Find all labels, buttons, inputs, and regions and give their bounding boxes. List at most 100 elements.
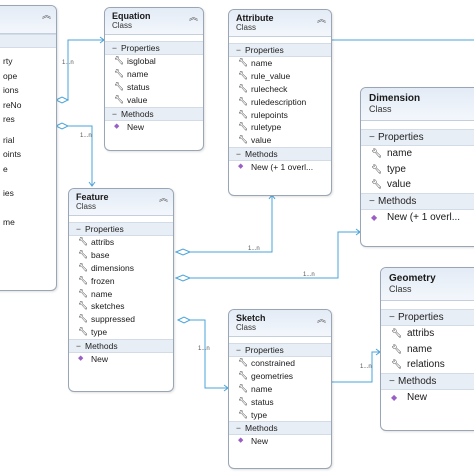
multiplicity-label: 1...n [360,364,372,370]
methods-section-header[interactable]: −Methods [69,339,173,354]
property-item[interactable]: 🔧︎rule_value [238,70,291,81]
class-box-attribute[interactable]: Attribute Class ︽ −Properties 🔧︎name 🔧︎r… [228,9,332,196]
double-chevron-up-icon[interactable]: ︽ [188,12,198,22]
property-item[interactable]: 🔧︎ruledescription [238,96,307,107]
class-header: Feature Class ︽ [69,189,173,216]
property-item[interactable]: 🔧︎status [238,396,274,407]
property-item[interactable]: 🔧︎rulepoints [238,109,288,120]
properties-section-header[interactable]: −Properties [381,309,474,326]
double-chevron-up-icon[interactable]: ︽ [316,14,326,24]
property-item[interactable]: me [3,216,15,227]
property-item[interactable]: 🔧︎name [381,342,474,358]
wrench-icon: 🔧︎ [78,288,89,298]
property-item[interactable]: 🔧︎name [238,383,273,394]
property-item[interactable]: 🔧︎value [114,94,148,105]
methods-section-header[interactable]: −Methods [229,421,331,436]
property-item[interactable]: 🔧︎geometries [238,370,294,381]
wrench-icon: 🔧︎ [238,396,249,406]
property-item[interactable]: 🔧︎name [238,58,273,68]
wrench-icon: 🔧︎ [78,301,89,311]
class-box-equation[interactable]: Equation Class ︽ −Properties 🔧︎isglobal … [104,7,204,151]
properties-list: rty ope ions reNo res rial oints e ies m… [0,48,56,229]
property-item[interactable]: 🔧︎value [238,135,272,146]
property-item[interactable]: 🔧︎name [78,288,113,299]
method-item[interactable]: ◆New [78,354,109,365]
method-item[interactable]: ◆New [381,390,474,406]
method-item[interactable]: ◆New (+ 1 overl... [361,210,474,226]
methods-list: ◆New [229,435,331,449]
class-name: Feature [76,192,109,202]
wrench-icon: 🔧︎ [78,249,89,259]
wrench-icon: 🔧︎ [371,179,383,189]
property-item[interactable]: 🔧︎sketches [78,301,125,312]
properties-list: 🔧︎name 🔧︎type 🔧︎value [361,146,474,193]
wrench-icon: 🔧︎ [78,262,89,272]
property-item[interactable]: 🔧︎name [361,146,474,162]
aggregation-diamond [174,248,192,256]
methods-section-header[interactable]: −Methods [229,147,331,162]
method-item[interactable]: ◆New [114,121,145,132]
property-item[interactable]: 🔧︎status [114,81,150,92]
property-item[interactable]: ies [3,188,14,198]
double-chevron-up-icon[interactable]: ︽ [41,10,51,20]
property-item[interactable]: 🔧︎isglobal [114,56,156,66]
properties-section-header[interactable]: −Properties [105,41,203,55]
class-box-cropped[interactable]: ︽ rty ope ions reNo res rial oints e ies… [0,5,57,291]
property-item[interactable]: 🔧︎relations [381,357,474,373]
properties-section-header[interactable]: −Properties [229,43,331,57]
method-item[interactable]: ◆New [238,436,269,447]
property-item[interactable]: 🔧︎type [78,327,108,338]
aggregation-diamond [54,96,70,104]
methods-section-header[interactable]: −Methods [105,106,203,121]
wrench-icon: 🔧︎ [114,56,125,65]
methods-section-header[interactable]: −Methods [381,372,474,390]
properties-section-header[interactable]: −Properties [229,343,331,357]
class-box-sketch[interactable]: Sketch Class ︽ −Properties 🔧︎constrained… [228,309,332,469]
property-item[interactable]: 🔧︎base [78,249,110,260]
property-item[interactable]: 🔧︎constrained [238,358,295,368]
property-item[interactable]: 🔧︎rulecheck [238,83,288,94]
property-item[interactable]: oints [3,149,21,159]
minus-icon: − [236,45,241,55]
property-item[interactable]: 🔧︎attribs [78,237,115,247]
property-item[interactable]: rial [3,134,15,145]
properties-section-header[interactable]: −Properties [69,222,173,236]
class-name: Dimension [369,93,421,104]
wrench-icon: 🔧︎ [114,81,125,91]
double-chevron-up-icon[interactable]: ︽ [158,193,168,203]
wrench-icon: 🔧︎ [391,343,403,354]
property-item[interactable]: rty [3,56,13,66]
method-item[interactable]: ◆New (+ 1 overl... [238,162,314,173]
properties-section-header[interactable] [0,34,56,48]
property-item[interactable]: 🔧︎name [114,68,149,79]
multiplicity-label: 1...n [62,60,74,66]
wrench-icon: 🔧︎ [391,359,403,369]
methods-section-header[interactable]: −Methods [361,192,474,210]
class-box-feature[interactable]: Feature Class ︽ −Properties 🔧︎attribs 🔧︎… [68,188,174,392]
property-item[interactable]: 🔧︎dimensions [78,262,134,273]
class-name: Sketch [236,313,266,323]
property-item[interactable]: ope [3,70,18,81]
property-item[interactable]: 🔧︎ruletype [238,122,282,133]
class-box-geometry[interactable]: Geometry Class −Properties 🔧︎attribs 🔧︎n… [380,267,474,431]
property-item[interactable]: 🔧︎type [238,409,268,420]
property-item[interactable]: ions [3,85,19,95]
property-item[interactable]: res [3,114,15,124]
property-item[interactable]: 🔧︎type [361,162,474,178]
minus-icon: − [369,195,375,207]
property-item[interactable]: 🔧︎attribs [381,326,474,342]
property-item[interactable]: 🔧︎value [361,177,474,193]
property-item[interactable]: e [3,163,8,174]
property-item[interactable]: 🔧︎frozen [78,275,115,286]
double-chevron-up-icon[interactable]: ︽ [316,314,326,324]
multiplicity-label: 1...n [248,246,260,252]
wrench-icon: 🔧︎ [238,135,249,145]
property-item[interactable]: 🔧︎suppressed [78,314,135,325]
class-box-dimension[interactable]: Dimension Class −Properties 🔧︎name 🔧︎typ… [360,87,474,247]
connector-sketch-geometries [330,351,380,383]
minus-icon: − [112,43,117,53]
properties-section-header[interactable]: −Properties [361,129,474,146]
property-item[interactable]: reNo [3,99,22,110]
class-header: Dimension Class [361,88,474,121]
class-stereotype: Class [76,202,97,211]
